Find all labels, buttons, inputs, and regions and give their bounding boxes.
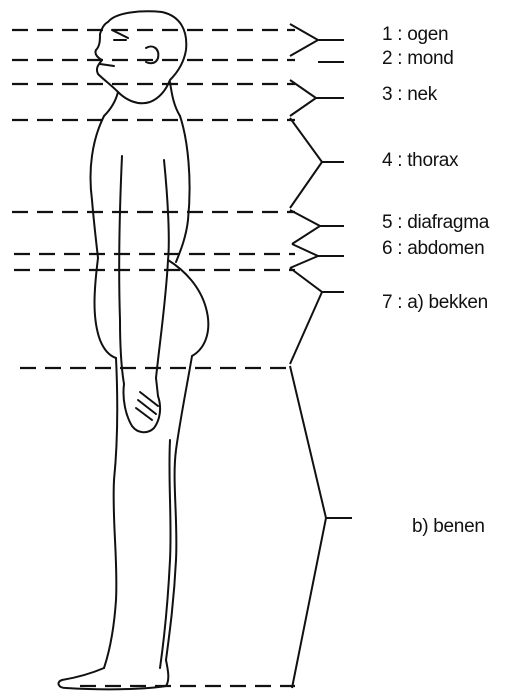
label-mouth: 2 : mond — [382, 48, 454, 70]
level-lines — [12, 30, 295, 686]
label-diaphragm: 5 : diafragma — [382, 212, 489, 234]
buttock — [168, 260, 208, 356]
brace-legs — [290, 366, 352, 688]
leg-front — [104, 358, 117, 668]
brace-eyes — [290, 24, 344, 56]
human-figure — [59, 11, 209, 689]
head-outline — [95, 11, 186, 103]
eye-mark — [112, 30, 128, 40]
brace-abdomen — [290, 244, 344, 268]
brace-pelvis — [290, 268, 344, 364]
upper-arm-back — [156, 160, 169, 378]
brace-thorax — [290, 118, 344, 208]
label-legs: b) benen — [412, 516, 485, 538]
label-abdomen: 6 : abdomen — [382, 238, 484, 260]
label-pelvis: 7 : a) bekken — [382, 292, 488, 314]
neck-back — [170, 82, 180, 116]
torso-front — [91, 116, 105, 258]
brace-diaphragm — [290, 210, 344, 244]
brace-neck — [290, 80, 344, 116]
segment-braces — [290, 24, 352, 688]
back-line — [176, 116, 190, 262]
neck-front — [104, 92, 118, 116]
belly — [95, 258, 117, 358]
mouth-mark — [100, 64, 114, 66]
fingers — [136, 392, 158, 420]
label-thorax: 4 : thorax — [382, 150, 458, 172]
label-eyes: 1 : ogen — [382, 24, 448, 46]
label-neck: 3 : nek — [382, 84, 437, 106]
hand — [123, 378, 160, 432]
